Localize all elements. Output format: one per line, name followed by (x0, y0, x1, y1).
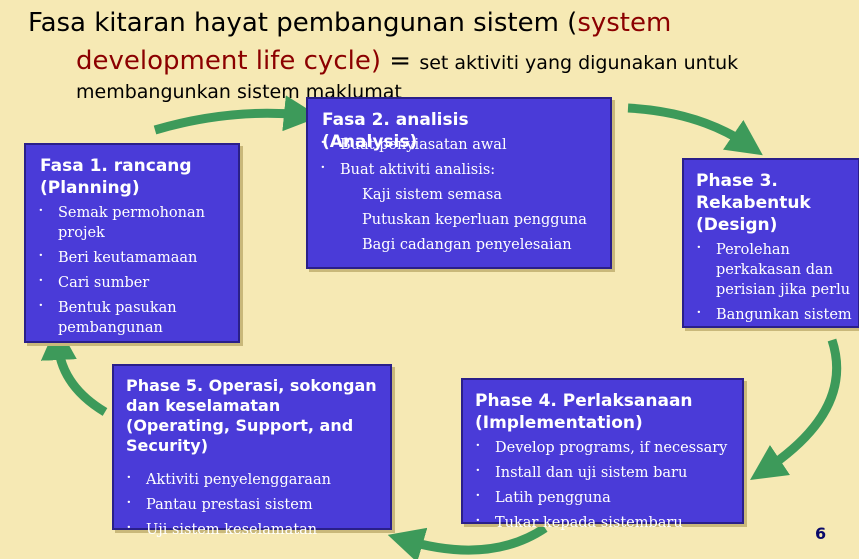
phase-4-item: Develop programs, if necessary (473, 436, 736, 458)
phase-2-box: Fasa 2. analisis (Analysis) Buat penyias… (306, 97, 612, 269)
phase-1-list: Semak permohonan projek Beri keutamamaan… (26, 199, 238, 338)
phase-1-item: Bentuk pasukan pembangunan (36, 296, 232, 338)
phase-1-title: Fasa 1. rancang (Planning) (40, 156, 192, 198)
title-red2: development life cycle) (76, 46, 381, 76)
phase-4-box: Phase 4. Perlaksanaan (Implementation) D… (461, 378, 744, 531)
arrow-1-to-2-icon (153, 95, 320, 135)
arrow-2-to-3-icon (627, 103, 763, 156)
phase-3-list: Perolehan perkakasan dan perisian jika p… (684, 236, 858, 325)
phase-1-box: Fasa 1. rancang (Planning) Semak permoho… (24, 143, 240, 343)
phase-4-item: Tukar kepada sistembaru (473, 511, 736, 533)
phase-4-item: Install dan uji sistem baru (473, 461, 736, 483)
phase-4-title: Phase 4. Perlaksanaan (Implementation) (475, 391, 693, 433)
phase-2-title: Fasa 2. analisis (Analysis) (322, 110, 469, 152)
phase-3-item: Perolehan perkakasan dan perisian jika p… (694, 238, 854, 300)
phase-3-item: Bangunkan sistem (694, 303, 854, 325)
phase-5-box: Phase 5. Operasi, sokongan dan keselamat… (112, 364, 392, 538)
title-equals: = (380, 46, 420, 76)
phase-1-item: Cari sumber (36, 271, 232, 293)
phase-2-subitem: Bagi cadangan penyelesaian (362, 237, 572, 253)
phase-3-box: Phase 3. Rekabentuk (Design) Perolehan p… (682, 158, 859, 328)
phase-1-item: Semak permohonan projek (36, 201, 232, 243)
phase-2-subitem: Kaji sistem semasa (362, 187, 503, 203)
phase-2-item: Buat penyiasatan awal (318, 133, 604, 155)
arrow-3-to-4-icon (750, 338, 842, 480)
title-red1: system (577, 8, 672, 38)
phase-5-list: Aktiviti penyelenggaraan Pantau prestasi… (114, 458, 390, 540)
phase-3-title: Phase 3. Rekabentuk (Design) (696, 171, 811, 235)
phase-2-item: Buat aktiviti analisis: (318, 158, 604, 180)
phase-5-title: Phase 5. Operasi, sokongan dan keselamat… (126, 376, 377, 455)
arrow-4-to-5-icon (387, 524, 548, 559)
title-part2: set aktiviti yang digunakan untuk (419, 52, 739, 74)
phase-4-list: Develop programs, if necessary Install d… (463, 434, 742, 533)
phase-5-item: Aktiviti penyelenggaraan (124, 468, 384, 490)
phase-5-item: Pantau prestasi sistem (124, 493, 384, 515)
phase-4-item: Latih pengguna (473, 486, 736, 508)
phase-2-subitem: Putuskan keperluan pengguna (362, 212, 587, 228)
phase-2-list: Buat penyiasatan awal Buat aktiviti anal… (308, 133, 610, 255)
slide-title: Fasa kitaran hayat pembangunan sistem (s… (28, 4, 848, 102)
phase-5-item: Uji sistem keselamatan (124, 518, 384, 540)
arrow-5-to-1-icon (40, 324, 108, 416)
phase-1-item: Beri keutamamaan (36, 246, 232, 268)
title-part1: Fasa kitaran hayat pembangunan sistem ( (28, 8, 578, 38)
page-number: 6 (815, 524, 827, 543)
